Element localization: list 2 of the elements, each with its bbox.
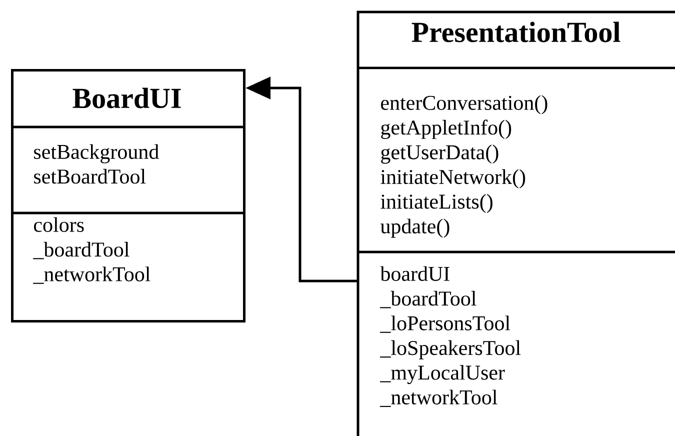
class-box: PresentationTool enterConversation() getAppletInfo() getUserData() initiateNetwork() initiateLists() update() boardUI _boardTool _loPersonsTool _loSpeakersTool _myLocalUser _networkTool (356, 10, 675, 436)
class-box: BoardUI setBackground setBoardTool colors _boardTool _networkTool (11, 69, 246, 322)
